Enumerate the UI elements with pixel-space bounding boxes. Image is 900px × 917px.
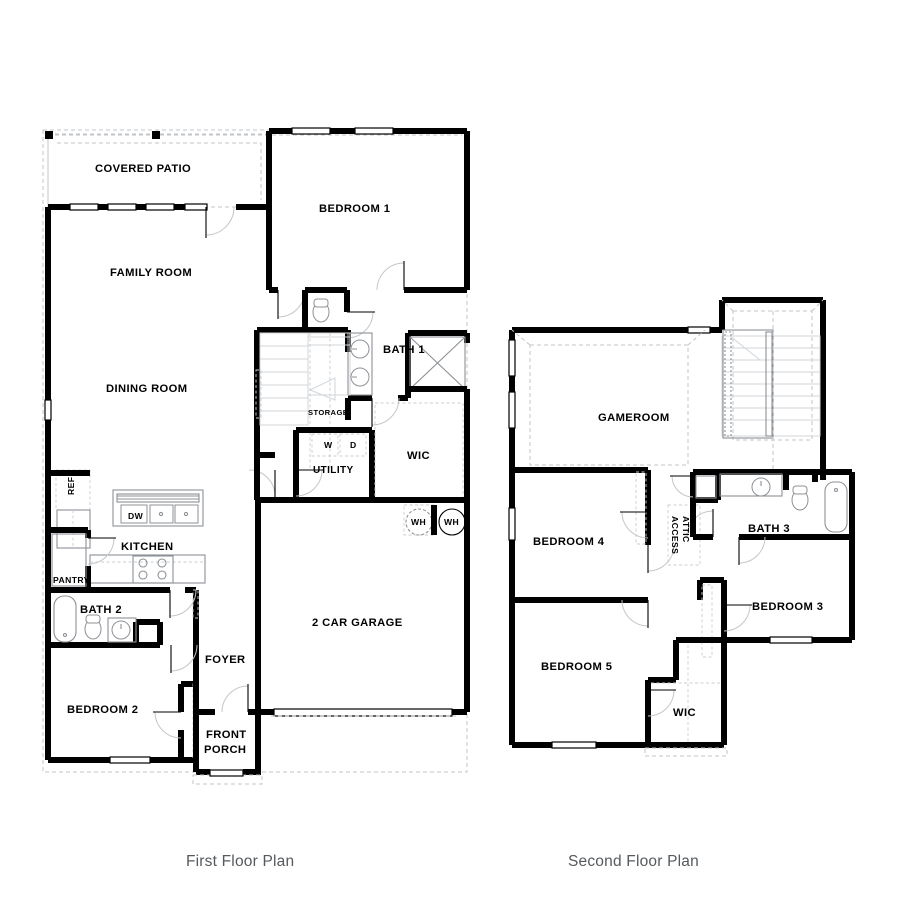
room-label-attic-access-line2: ACCESS xyxy=(670,516,680,555)
bath-2-walls xyxy=(45,587,199,648)
bath-3-walls xyxy=(670,469,855,565)
second-floor-plan xyxy=(508,297,855,757)
bedroom-3-walls xyxy=(697,537,855,658)
room-label-family-room: FAMILY ROOM xyxy=(110,267,193,279)
room-label-bedroom-1: BEDROOM 1 xyxy=(319,203,391,215)
appliance-label-dryer: D xyxy=(350,440,357,450)
room-label-bedroom-4: BEDROOM 4 xyxy=(533,536,605,548)
second-floor-stairs xyxy=(719,297,826,480)
room-label-pantry: PANTRY xyxy=(53,575,90,585)
first-floor-stairs xyxy=(255,332,351,470)
room-label-bedroom-3: BEDROOM 3 xyxy=(752,601,824,613)
bedroom-4-walls xyxy=(508,467,675,603)
room-label-kitchen: KITCHEN xyxy=(121,541,174,553)
appliance-label-refrigerator: REF xyxy=(66,476,76,495)
room-label-bath-3: BATH 3 xyxy=(748,523,790,535)
room-label-bath-1: BATH 1 xyxy=(383,344,425,356)
room-label-foyer: FOYER xyxy=(205,654,246,666)
gameroom-walls xyxy=(508,326,722,470)
room-label-bath-2: BATH 2 xyxy=(80,604,122,616)
room-label-covered-patio: COVERED PATIO xyxy=(95,163,192,175)
room-label-utility: UTILITY xyxy=(313,465,354,476)
room-label-storage: STORAGE xyxy=(308,408,349,417)
appliance-label-water-heater-1: WH xyxy=(411,517,427,527)
utility-walls xyxy=(248,427,375,503)
appliance-label-dishwasher: DW xyxy=(128,511,144,521)
appliance-label-washer: W xyxy=(324,440,333,450)
room-label-front-porch-line1: FRONT xyxy=(206,729,247,741)
second-floor-caption: Second Floor Plan xyxy=(568,853,699,870)
wic-first-floor xyxy=(372,389,470,503)
room-label-gameroom: GAMEROOM xyxy=(598,412,670,424)
room-label-dining-room: DINING ROOM xyxy=(106,383,188,395)
bedroom-1-walls xyxy=(266,127,470,319)
room-label-wic-second: WIC xyxy=(673,707,696,719)
family-dining-walls xyxy=(44,203,272,476)
room-label-bedroom-2: BEDROOM 2 xyxy=(67,704,139,716)
room-label-bedroom-5: BEDROOM 5 xyxy=(541,661,613,673)
room-label-wic-first: WIC xyxy=(407,450,430,462)
water-heaters xyxy=(403,500,470,538)
room-label-front-porch-line2: PORCH xyxy=(204,744,247,756)
kitchen-fixtures xyxy=(45,469,206,590)
appliance-label-water-heater-2: WH xyxy=(444,517,460,527)
garage-walls xyxy=(255,500,470,717)
bath-1-toilet-room xyxy=(302,290,375,339)
bedroom-5-walls xyxy=(509,599,676,749)
first-floor-caption: First Floor Plan xyxy=(186,853,295,870)
bath-1-walls xyxy=(254,327,470,455)
wic-second-floor xyxy=(644,637,728,757)
first-floor-plan xyxy=(42,127,470,785)
room-label-garage: 2 CAR GARAGE xyxy=(312,617,403,629)
room-label-attic-access-line1: ATTIC xyxy=(681,516,691,543)
